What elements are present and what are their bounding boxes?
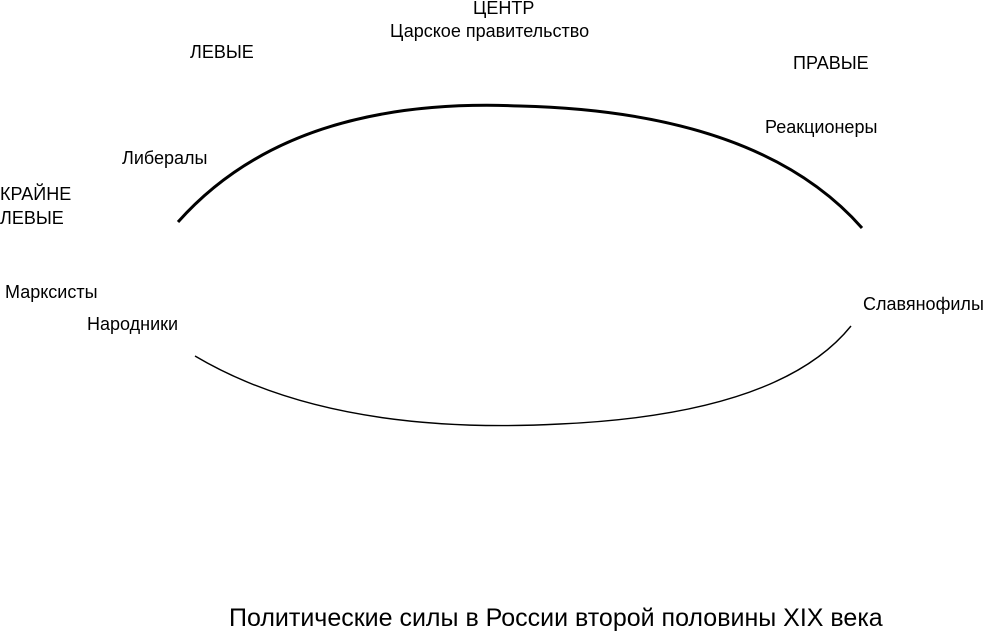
label-tsarist-government: Царское правительство xyxy=(390,21,590,41)
label-far-left-line1: КРАЙНЕ xyxy=(0,184,72,204)
label-slavophiles: Славянофилы xyxy=(863,294,984,314)
label-narodniks: Народники xyxy=(87,314,179,334)
label-marxists: Марксисты xyxy=(5,282,98,302)
label-liberals: Либералы xyxy=(122,148,208,168)
upper-arc xyxy=(176,103,864,229)
label-center: ЦЕНТР xyxy=(473,0,535,18)
label-left: ЛЕВЫЕ xyxy=(190,42,254,62)
label-far-left-line2: ЛЕВЫЕ xyxy=(0,208,64,228)
label-right: ПРАВЫЕ xyxy=(793,53,869,73)
label-reactionaries: Реакционеры xyxy=(765,117,878,137)
lower-arc xyxy=(194,325,852,427)
diagram-caption: Политические силы в России второй полови… xyxy=(229,604,883,632)
